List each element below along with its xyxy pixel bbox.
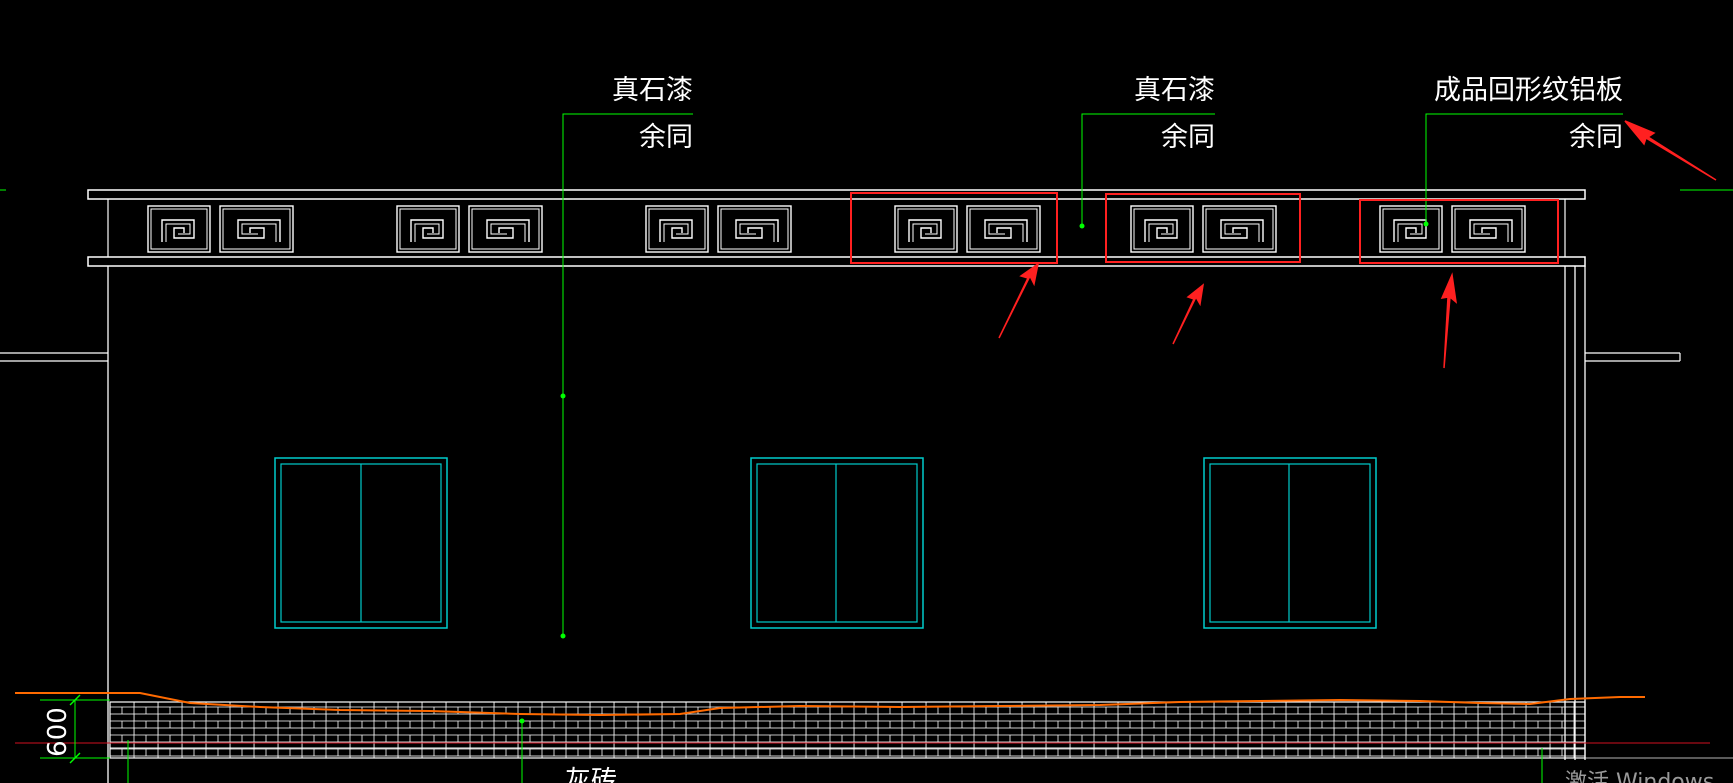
red-annotations [850,120,1717,369]
material-note-1: 余同 [639,122,693,153]
windows [274,457,1377,629]
building-outline [87,189,1586,783]
fretwork-panel-2 [396,205,543,253]
window-3 [1203,457,1377,629]
material-label-2: 真石漆 [1134,75,1215,106]
highlight-box-2 [1105,193,1301,263]
fretwork-panel-1 [147,205,294,253]
material-label-1: 真石漆 [612,75,693,106]
highlight-box-3 [1359,199,1559,264]
plinth-height-dimension: 600 [43,707,73,757]
material-note-3: 余同 [1569,122,1623,153]
window-1 [274,457,448,629]
ground-line [15,692,1645,717]
brick-plinth [109,701,1586,759]
material-note-2: 余同 [1161,122,1215,153]
arrow-2 [1172,283,1205,345]
side-ledges [0,189,1733,362]
base-material-label: 灰砖 [565,766,617,783]
material-label-3: 成品回形纹铝板 [1434,75,1623,106]
arrow-1 [998,262,1040,339]
window-2 [750,457,924,629]
fretwork-panel-6 [1379,205,1526,253]
plinth-dimension: 600 [40,694,129,783]
activation-watermark: 激活 Windows [1565,770,1714,783]
arrow-4 [1624,120,1717,181]
arrow-3 [1440,272,1458,369]
material-labels: 真石漆 余同 真石漆 余同 成品回形纹铝板 余同 灰砖 [565,75,1623,783]
fretwork-panel-4 [894,205,1041,253]
fretwork-frieze [147,205,1526,253]
highlight-box-1 [850,192,1058,264]
fretwork-panel-5 [1130,205,1277,253]
fretwork-panel-3 [645,205,792,253]
leader-lines [519,113,1623,783]
